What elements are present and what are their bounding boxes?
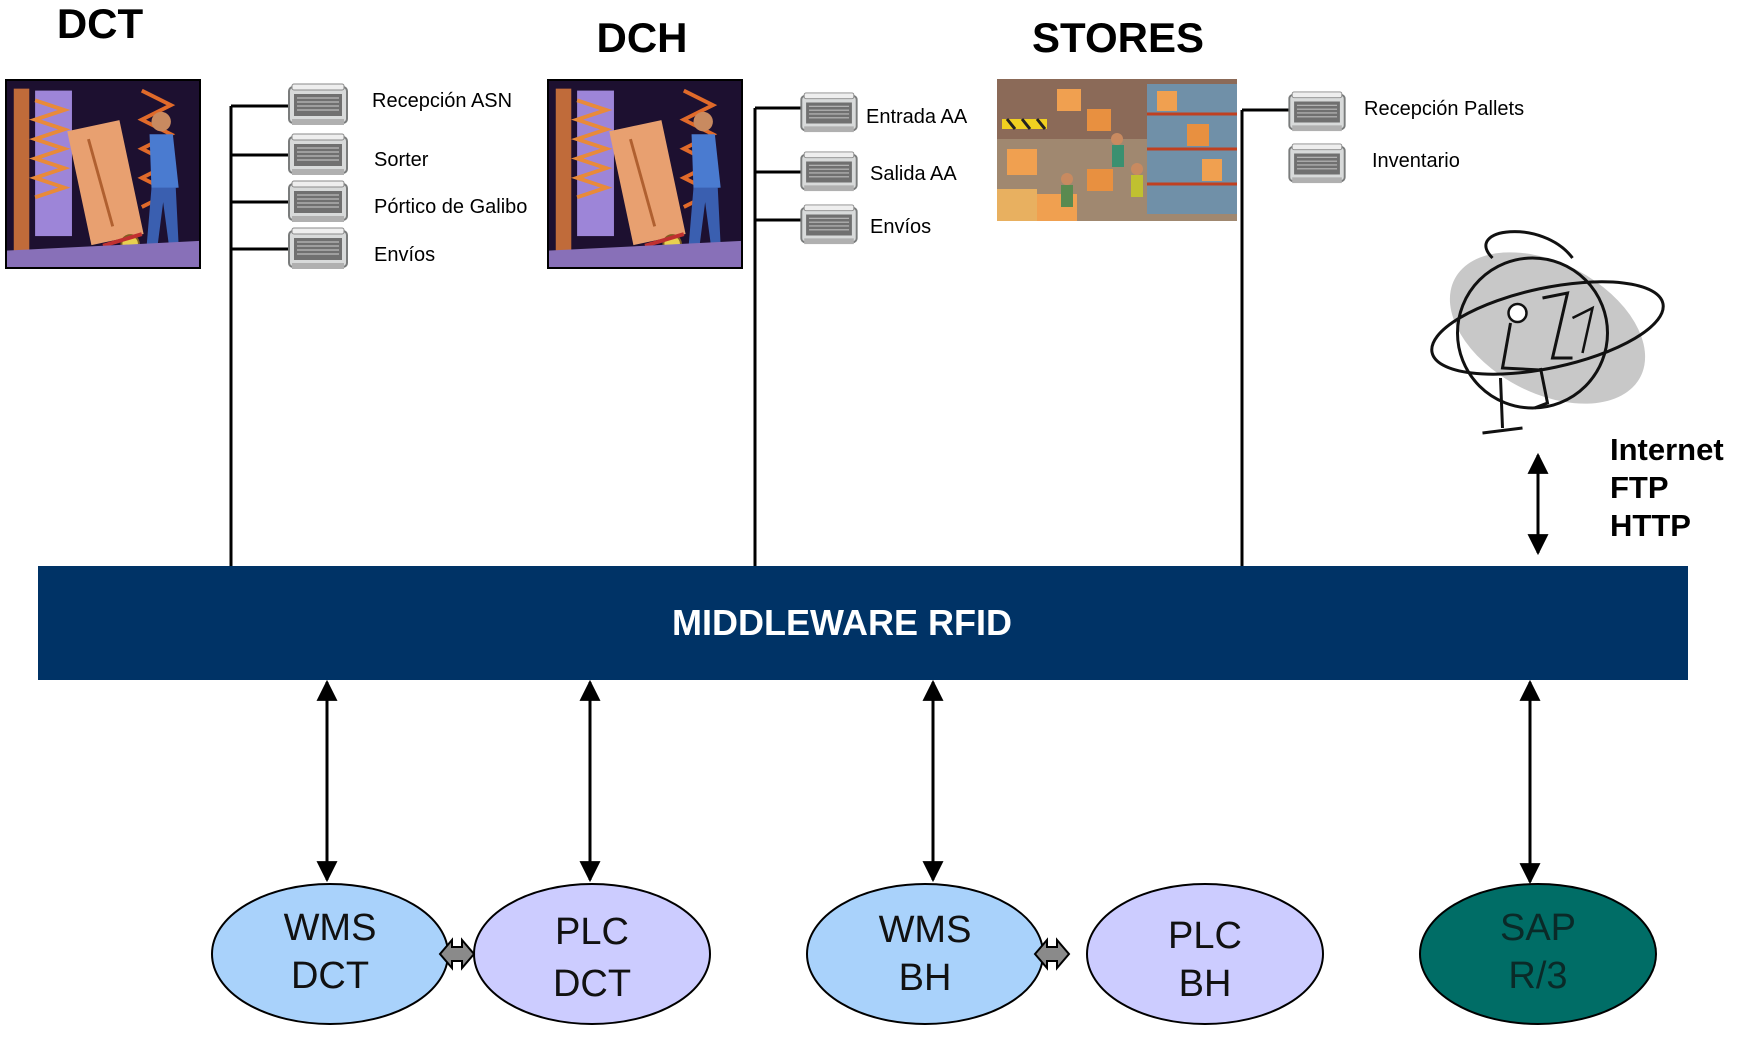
system-label-line1: WMS [284, 907, 377, 949]
rfid-reader-icon [1288, 91, 1346, 133]
reader-label: Entrada AA [866, 106, 968, 128]
reader-label: Envíos [870, 216, 931, 238]
system-label-line1: SAP [1500, 907, 1576, 949]
site-title-dct: DCT [57, 0, 144, 47]
system-label-line2: BH [1179, 963, 1232, 1005]
reader-label: Sorter [374, 149, 429, 171]
internet-globe-icon [1422, 219, 1673, 437]
rfid-reader-icon [288, 133, 348, 176]
middleware-bar [38, 566, 1688, 680]
rfid-reader-icon [800, 151, 858, 193]
rfid-reader-icon [800, 204, 858, 246]
system-label-line1: PLC [1168, 915, 1242, 957]
rfid-reader-icon [1288, 143, 1346, 185]
rfid-reader-icon [800, 92, 858, 134]
rfid-reader-icon [288, 180, 348, 223]
system-wms-bh [806, 883, 1044, 1025]
site-title-stores: STORES [1032, 14, 1204, 61]
dch-image-frame [547, 79, 743, 269]
system-label-line1: PLC [555, 911, 629, 953]
warehouse-stores-icon [997, 79, 1237, 221]
dct-image-frame [5, 79, 201, 269]
reader-label: Recepción Pallets [1364, 98, 1524, 120]
warehouse-worker-icon [548, 80, 742, 268]
system-label-line2: DCT [553, 963, 631, 1005]
system-plc-bh [1086, 883, 1324, 1025]
reader-label: Pórtico de Galibo [374, 196, 527, 218]
system-wms-dct [211, 883, 449, 1025]
rfid-reader-icon [288, 83, 348, 126]
rfid-reader-icon [288, 227, 348, 270]
warehouse-worker-icon [6, 80, 200, 268]
site-title-dch: DCH [597, 14, 688, 61]
system-label-line2: R/3 [1508, 955, 1567, 997]
system-sap-r3 [1419, 883, 1657, 1025]
system-label-line1: WMS [879, 909, 972, 951]
reader-label: Recepción ASN [372, 90, 512, 112]
wms-plc-dct-connector [438, 937, 476, 971]
reader-label: Inventario [1372, 150, 1460, 172]
wms-plc-bh-connector [1033, 937, 1071, 971]
reader-label: Envíos [374, 244, 435, 266]
protocol-internet: Internet [1610, 432, 1724, 467]
system-label-line2: DCT [291, 955, 369, 997]
middleware-label: MIDDLEWARE RFID [672, 602, 1012, 643]
system-label-line2: BH [899, 957, 952, 999]
reader-label: Salida AA [870, 163, 957, 185]
protocol-ftp: FTP [1610, 470, 1669, 505]
protocol-http: HTTP [1610, 508, 1691, 543]
